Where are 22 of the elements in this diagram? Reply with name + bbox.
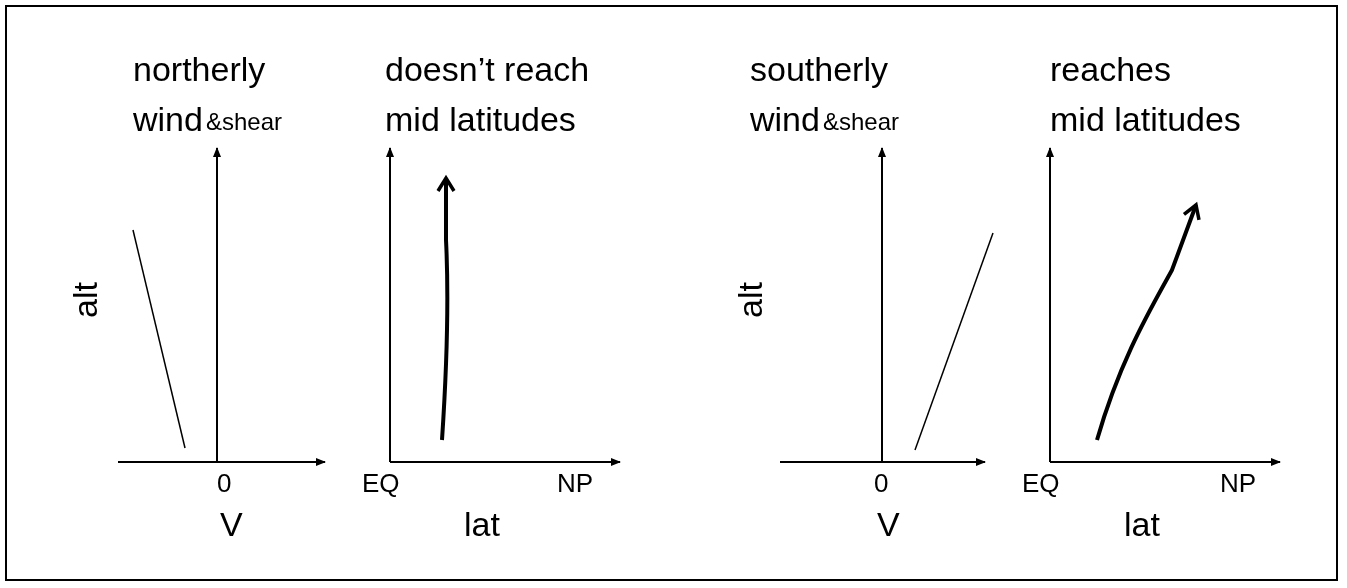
title-text: reaches — [1050, 52, 1171, 86]
title-text: southerly — [750, 52, 888, 86]
tick-label: 0 — [217, 470, 232, 496]
title-text: mid latitudes — [1050, 102, 1241, 136]
tick-label: 0 — [874, 470, 889, 496]
axis-label: lat — [1124, 507, 1160, 541]
axis-label: V — [877, 507, 900, 541]
title-text: wind — [133, 102, 203, 136]
title-text: northerly — [133, 52, 266, 86]
tick-label: NP — [1220, 470, 1257, 496]
axis-label: alt — [732, 282, 767, 318]
tick-label: EQ — [1022, 470, 1060, 496]
title-text: doesn’t reach — [385, 52, 590, 86]
axis-label: V — [220, 507, 243, 541]
title-text: mid latitudes — [385, 102, 576, 136]
title-text: &shear — [823, 110, 900, 134]
axis-label: alt — [67, 282, 102, 318]
tick-label: EQ — [362, 470, 400, 496]
title-text: wind — [750, 102, 820, 136]
title-text: &shear — [206, 110, 283, 134]
tick-label: NP — [557, 470, 594, 496]
axis-label: lat — [464, 507, 500, 541]
